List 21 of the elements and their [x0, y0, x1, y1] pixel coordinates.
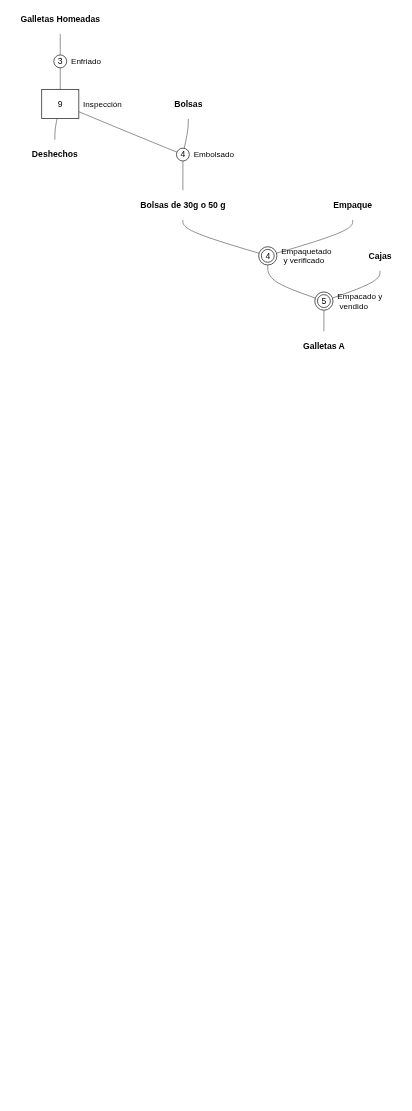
connector	[182, 160, 184, 191]
connector	[332, 270, 381, 299]
connector	[276, 219, 353, 254]
node-text: Galletas A	[302, 341, 345, 351]
connector	[54, 118, 58, 141]
connector	[60, 33, 61, 56]
node-text: Bolsas	[174, 99, 203, 109]
node-text: Deshechos	[31, 149, 78, 159]
connector	[323, 309, 325, 333]
connector	[183, 118, 189, 149]
connector	[182, 219, 260, 254]
node-text: Bolsas de 30g o 50 g	[140, 200, 226, 210]
node-text: Empaque	[333, 200, 373, 210]
connector	[60, 67, 61, 90]
node-circle: 3	[53, 54, 68, 69]
node-text: Cajas	[368, 251, 392, 261]
node-box: 9	[41, 88, 80, 119]
node-circle: 4	[176, 147, 190, 162]
node-text: Galletas Homeadas	[20, 14, 101, 24]
connector	[78, 111, 178, 153]
connector	[267, 264, 316, 299]
